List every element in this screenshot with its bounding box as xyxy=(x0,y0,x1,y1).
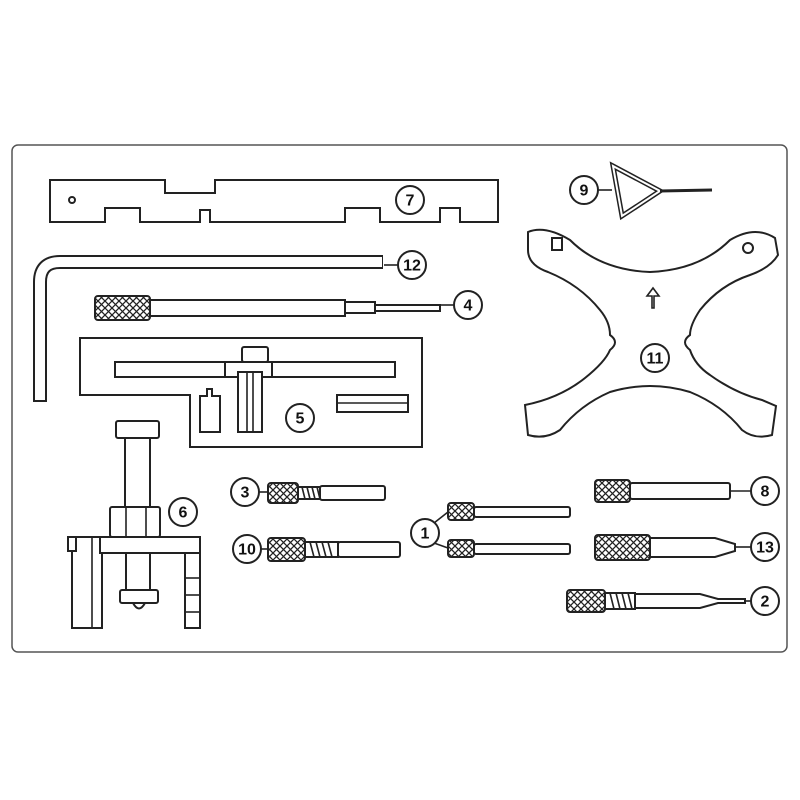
tool-13-pin: 13 xyxy=(594,532,780,562)
label-6: 6 xyxy=(179,505,188,522)
tool-6-puller: 6 xyxy=(67,420,201,629)
tool-11-holding-plate: 11 xyxy=(523,228,780,438)
label-13: 13 xyxy=(756,540,774,557)
label-8: 8 xyxy=(761,484,770,501)
tool-5-tensioner-holder: 5 xyxy=(79,337,423,448)
label-9: 9 xyxy=(580,183,589,200)
label-4: 4 xyxy=(464,298,473,315)
tool-3-pin: 3 xyxy=(230,477,386,507)
tool-9-triangle-key: 9 xyxy=(569,161,713,221)
tool-12-l-wrench: 12 xyxy=(33,250,427,402)
tool-2-pin: 2 xyxy=(566,586,780,616)
tool-4-locking-rod: 4 xyxy=(94,290,483,321)
label-1: 1 xyxy=(421,526,430,543)
tool-10-pin: 10 xyxy=(232,534,401,564)
label-3: 3 xyxy=(241,485,250,502)
tool-8-pin: 8 xyxy=(594,476,780,506)
case-frame xyxy=(11,144,788,653)
label-2: 2 xyxy=(761,594,770,611)
label-12: 12 xyxy=(403,258,421,275)
label-11: 11 xyxy=(647,351,664,368)
tool-1-pins: 1 xyxy=(410,502,571,558)
tool-7-camshaft-plate: 7 xyxy=(49,179,499,223)
label-10: 10 xyxy=(238,542,256,559)
callout-7 xyxy=(395,185,425,215)
label-7: 7 xyxy=(406,193,415,210)
label-5: 5 xyxy=(296,411,305,428)
